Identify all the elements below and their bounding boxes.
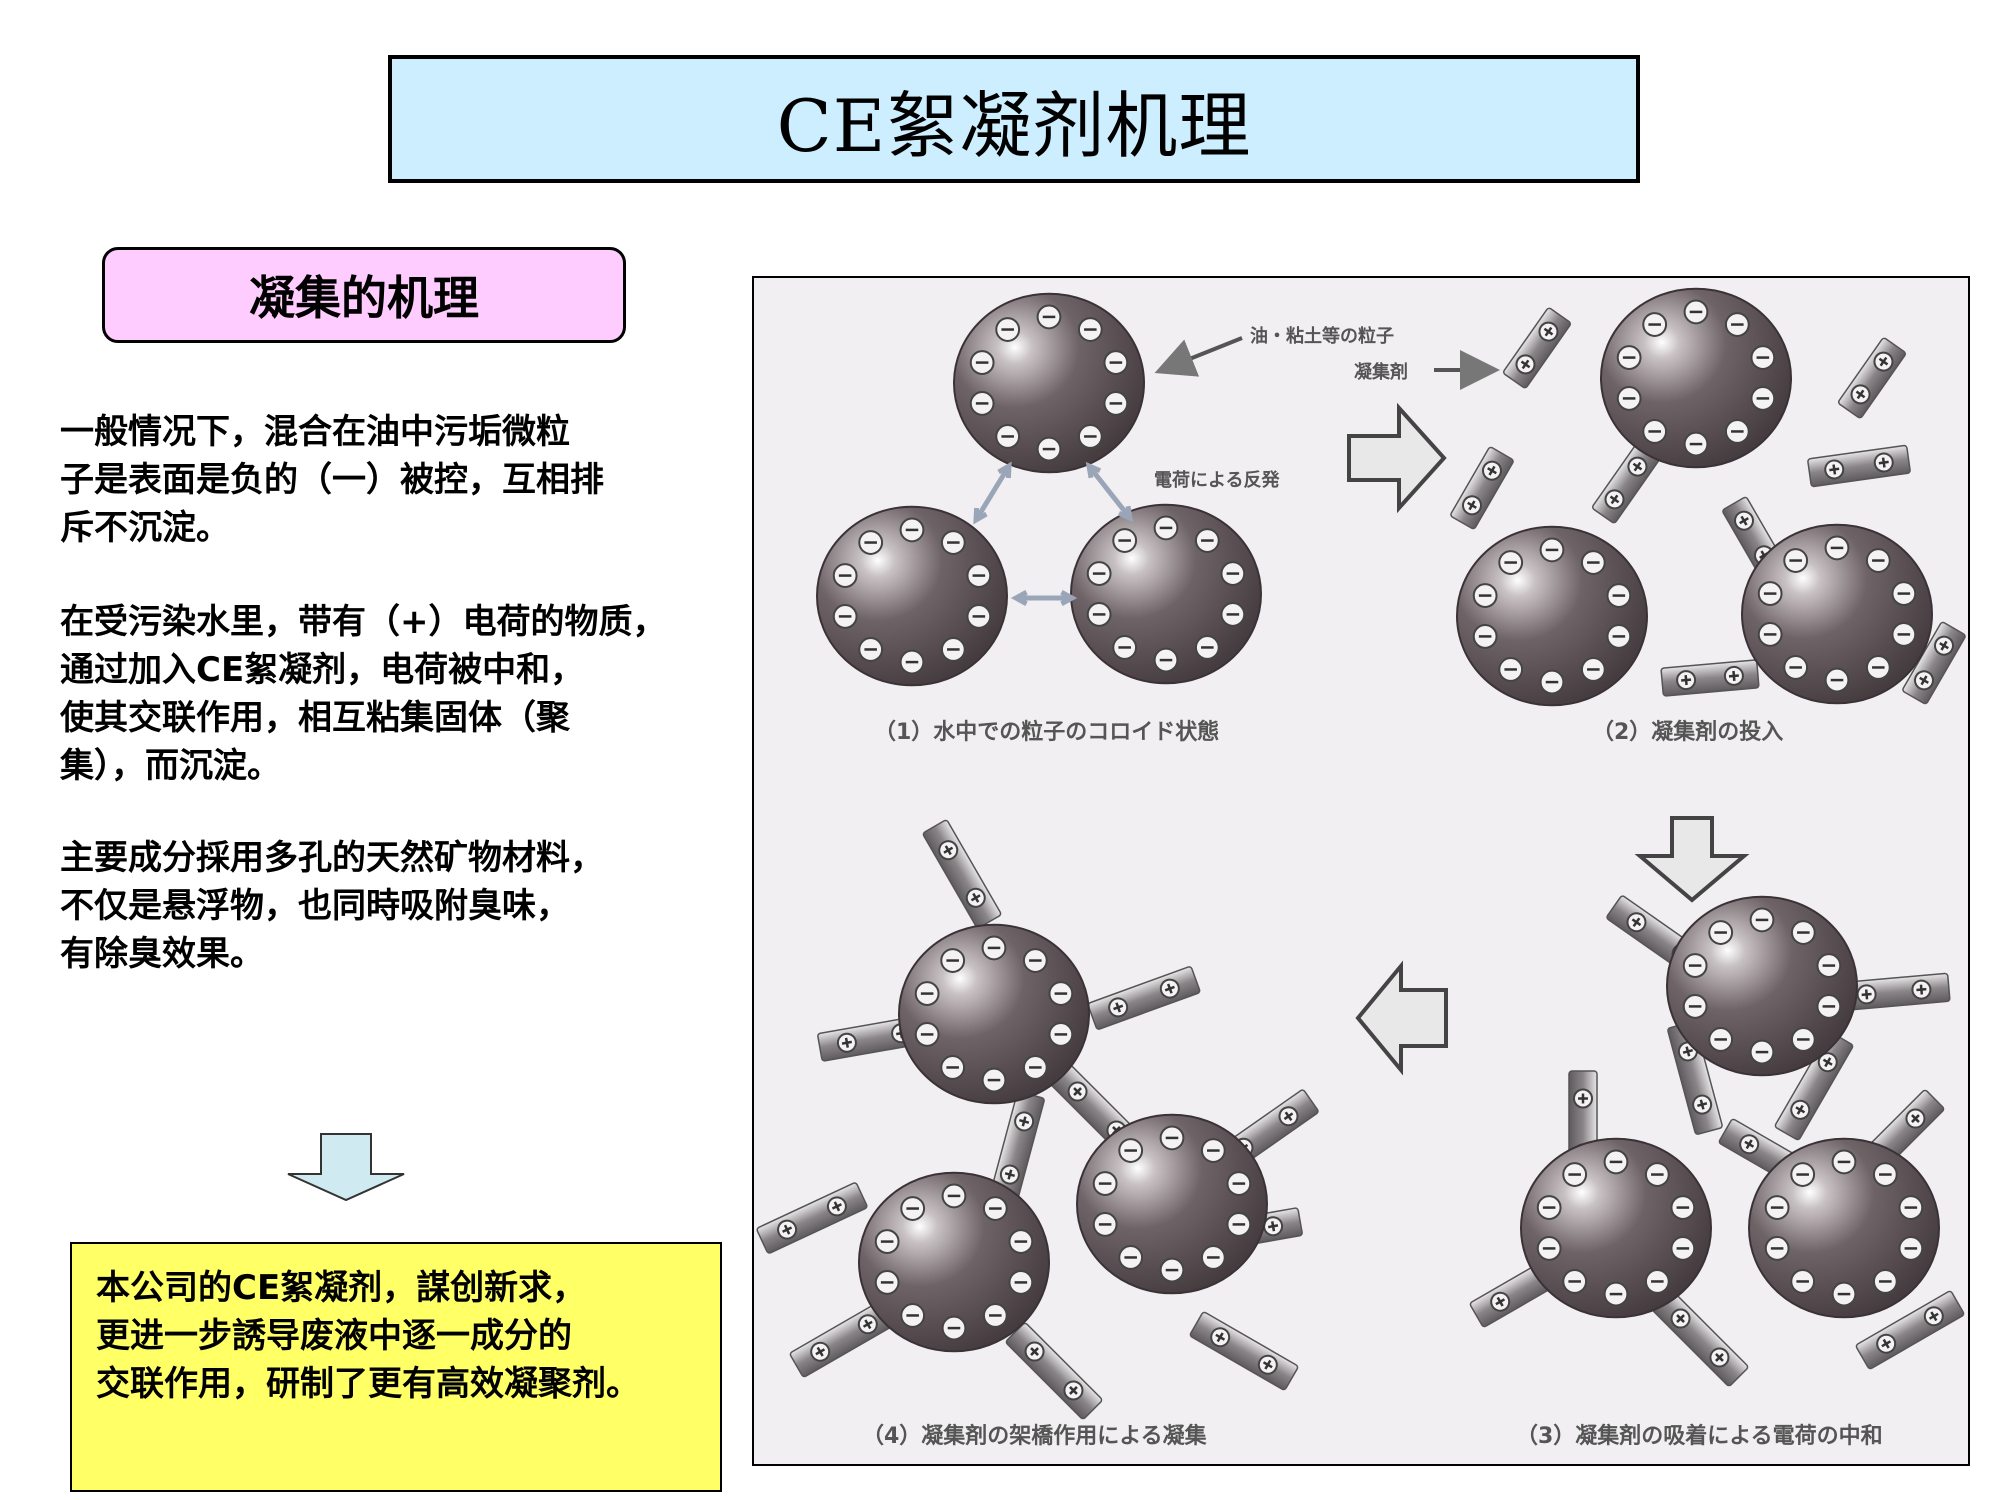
down-arrow-icon [287,1133,405,1202]
caption-stage-4: （4）凝集剤の架橋作用による凝集 [862,1424,1207,1449]
colloid-particle [816,505,1008,687]
flocculant-molecule [1503,307,1571,389]
flocculant-molecule [756,1182,868,1254]
down-arrow-icon [1634,816,1750,903]
repulsion-arrow-icon [1085,461,1134,523]
repulsion-arrow-icon [1010,590,1078,606]
flocculant-molecule [1005,1322,1103,1420]
colloid-particle [1456,525,1648,707]
paragraph-line: 在受污染水里，带有（+）电荷的物质， [60,602,667,642]
flocculant-molecule [1660,659,1760,697]
paragraph-line: 使其交联作用，相互粘集固体（聚 [60,698,570,738]
left-arrow-icon [1355,960,1448,1076]
paragraph-line: 通过加入CE絮凝剂，电荷被中和， [60,650,585,690]
colloid-particle [1076,1113,1268,1295]
label-particle: 油・粘土等の粒子 [1250,326,1394,347]
colloid-particle [898,923,1090,1105]
flocculant-molecule [1087,966,1201,1030]
highlight-note-box: 本公司的CE絮凝剂，謀创新求， 更进一步誘导废液中逐一成分的 交联作用，研制了更… [70,1242,722,1492]
flocculant-molecule [1807,444,1911,488]
page-title: CE絮凝剂机理 [776,83,1252,168]
flocculant-molecule [1667,1021,1723,1135]
colloid-particle [1520,1137,1712,1319]
colloid-particle [953,292,1145,474]
flocculant-molecule [789,1298,899,1378]
colloid-particle [1666,895,1858,1077]
flocculant-molecule [1592,442,1660,524]
colloid-particle [1748,1137,1940,1319]
paragraph-line: 不仅是悬浮物，也同時吸附臭味， [60,886,570,926]
flocculant-molecule [1838,337,1906,419]
paragraph-1: 一般情况下，混合在油中污垢微粒 子是表面是负的（一）被控，互相排 斥不沉淀。 [60,408,680,552]
flocculation-diagram: 油・粘土等の粒子 凝集剤 電荷による反発 （1）水中での粒子のコロイド状態 （2… [752,276,1970,1466]
caption-stage-3: （3）凝集剤の吸着による電荷の中和 [1516,1424,1883,1449]
paragraph-line: 斥不沉淀。 [60,508,230,548]
note-line: 更进一步誘导废液中逐一成分的 [96,1316,572,1356]
paragraph-2: 在受污染水里，带有（+）电荷的物质， 通过加入CE絮凝剂，电荷被中和， 使其交联… [60,598,680,790]
note-line: 交联作用，研制了更有高效凝聚剂。 [96,1364,640,1404]
colloid-particle [1741,523,1933,705]
pointer-arrow-icon [1154,336,1243,377]
flocculant-molecule [922,819,1002,929]
section-heading-box: 凝集的机理 [102,247,626,343]
flocculant-molecule [1855,1290,1965,1370]
colloid-particle [1600,287,1792,469]
paragraph-3: 主要成分採用多孔的天然矿物材料， 不仅是悬浮物，也同時吸附臭味， 有除臭效果。 [60,834,680,978]
repulsion-arrow-icon [973,461,1012,525]
note-line: 本公司的CE絮凝剂，謀创新求， [96,1268,587,1308]
section-heading: 凝集的机理 [249,271,479,325]
label-repulsion: 電荷による反発 [1154,470,1280,491]
label-agent: 凝集剤 [1354,362,1408,383]
colloid-particle [858,1171,1050,1353]
flocculant-molecule [1902,621,1966,705]
paragraph-line: 主要成分採用多孔的天然矿物材料， [60,838,604,878]
colloid-particle [1070,503,1262,685]
paragraph-line: 子是表面是负的（一）被控，互相排 [60,460,604,500]
paragraph-line: 一般情况下，混合在油中污垢微粒 [60,412,570,452]
paragraph-line: 集），而沉淀。 [60,746,281,786]
caption-stage-1: （1）水中での粒子のコロイド状態 [874,720,1220,745]
caption-stage-2: （2）凝集剤の投入 [1592,720,1784,745]
flocculant-molecule [1450,446,1514,530]
right-arrow-icon [1347,402,1447,514]
paragraph-line: 有除臭效果。 [60,934,264,974]
page-title-box: CE絮凝剂机理 [388,55,1640,183]
flocculant-molecule [1189,1311,1299,1391]
flocculation-diagram-illustration [756,287,1966,1420]
